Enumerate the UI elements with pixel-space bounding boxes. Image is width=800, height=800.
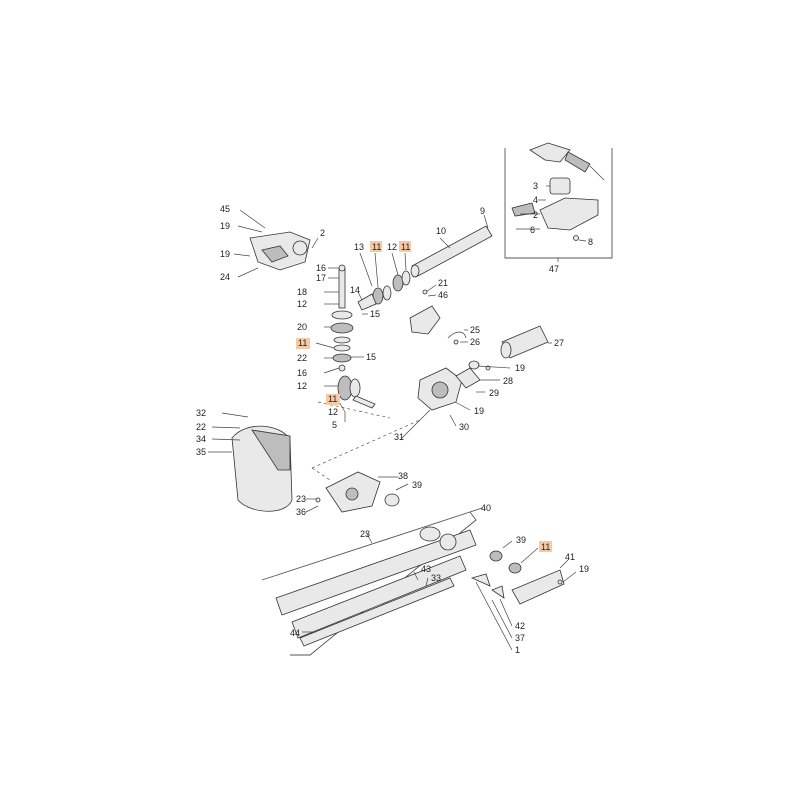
callout-16-b: 16 bbox=[297, 368, 307, 378]
callout-42: 42 bbox=[515, 621, 525, 631]
callout-39-b: 39 bbox=[516, 535, 526, 545]
callout-27: 27 bbox=[554, 338, 564, 348]
highlight-boxes bbox=[296, 241, 552, 552]
right-small-parts bbox=[470, 540, 577, 651]
callout-25: 25 bbox=[470, 325, 480, 335]
drive-tube bbox=[410, 214, 493, 278]
blade-assembly bbox=[261, 507, 483, 656]
callout-1: 1 bbox=[515, 645, 520, 655]
callout-6: 6 bbox=[530, 225, 535, 235]
callout-4: 4 bbox=[533, 195, 538, 205]
inset-frame-47 bbox=[504, 142, 613, 262]
callout-43: 43 bbox=[421, 564, 431, 574]
clamp-group bbox=[409, 284, 441, 335]
callout-11-e: 11 bbox=[541, 542, 550, 552]
callout-10: 10 bbox=[436, 226, 446, 236]
callout-14: 14 bbox=[350, 285, 360, 295]
callout-34: 34 bbox=[196, 434, 206, 444]
callout-40: 40 bbox=[481, 503, 491, 513]
callout-46: 46 bbox=[438, 290, 448, 300]
callout-12-b: 12 bbox=[387, 242, 397, 252]
callout-35: 35 bbox=[196, 447, 206, 457]
callout-3: 3 bbox=[533, 181, 538, 191]
callout-11-c: 11 bbox=[298, 338, 307, 348]
callout-19-d: 19 bbox=[474, 406, 484, 416]
callout-11-d: 11 bbox=[328, 394, 337, 404]
callout-37: 37 bbox=[515, 633, 525, 643]
gear-housing-group bbox=[233, 209, 319, 278]
callout-12-a: 12 bbox=[297, 299, 307, 309]
callout-19-a: 19 bbox=[220, 221, 230, 231]
callout-5: 5 bbox=[332, 420, 337, 430]
callout-26: 26 bbox=[470, 337, 480, 347]
callout-12-c: 12 bbox=[297, 381, 307, 391]
cable-group bbox=[447, 329, 468, 345]
callout-15-b: 15 bbox=[366, 352, 376, 362]
shaft-stack bbox=[315, 264, 376, 422]
callout-18: 18 bbox=[297, 287, 307, 297]
callout-2-inset: 2 bbox=[533, 210, 538, 220]
callout-44: 44 bbox=[290, 628, 300, 638]
callout-47: 47 bbox=[549, 264, 559, 274]
callout-30: 30 bbox=[459, 422, 469, 432]
callout-22-a: 22 bbox=[297, 353, 307, 363]
callout-13: 13 bbox=[354, 242, 364, 252]
callout-36: 36 bbox=[296, 507, 306, 517]
callout-38: 38 bbox=[398, 471, 408, 481]
callout-23-a: 23 bbox=[296, 494, 306, 504]
lower-gearbox bbox=[305, 471, 409, 513]
callout-39-a: 39 bbox=[412, 480, 422, 490]
callout-15-a: 15 bbox=[370, 309, 380, 319]
upper-bearing-group bbox=[357, 252, 411, 315]
callout-16-a: 16 bbox=[316, 263, 326, 273]
callout-20: 20 bbox=[297, 322, 307, 332]
callout-22-b: 22 bbox=[196, 422, 206, 432]
callout-29: 29 bbox=[489, 388, 499, 398]
callout-19-b: 19 bbox=[220, 249, 230, 259]
callout-45: 45 bbox=[220, 204, 230, 214]
blade-guard bbox=[208, 412, 293, 512]
callout-31: 31 bbox=[394, 432, 404, 442]
callout-19-c: 19 bbox=[515, 363, 525, 373]
callout-labels: 3 4 2 6 8 47 45 19 2 19 24 16 17 18 12 2… bbox=[196, 181, 593, 655]
callout-17: 17 bbox=[316, 273, 326, 283]
gear-head-assembly bbox=[399, 360, 511, 441]
callout-9: 9 bbox=[480, 206, 485, 216]
callout-32: 32 bbox=[196, 408, 206, 418]
callout-24: 24 bbox=[220, 272, 230, 282]
callout-12-d: 12 bbox=[328, 407, 338, 417]
callout-8: 8 bbox=[588, 237, 593, 247]
callout-23-b: 23 bbox=[360, 529, 370, 539]
callout-21: 21 bbox=[438, 278, 448, 288]
callout-28: 28 bbox=[503, 376, 513, 386]
callout-41: 41 bbox=[565, 552, 575, 562]
callout-33: 33 bbox=[431, 573, 441, 583]
callout-2: 2 bbox=[320, 228, 325, 238]
grip-handle bbox=[500, 325, 552, 359]
callout-11-a: 11 bbox=[372, 242, 381, 252]
callout-11-b: 11 bbox=[401, 242, 410, 252]
callout-19-e: 19 bbox=[579, 564, 589, 574]
